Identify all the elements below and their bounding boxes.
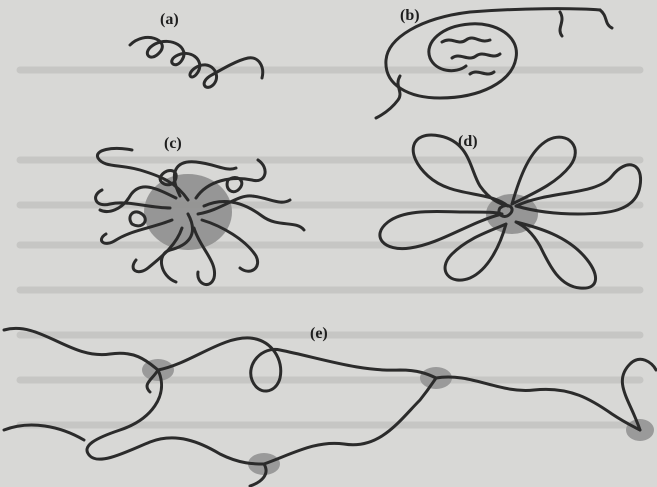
- panel-b-label: (b): [400, 7, 420, 24]
- panel-e-label: (e): [310, 325, 328, 342]
- panel-b: (b): [376, 7, 612, 118]
- panel-a-label: (a): [160, 11, 179, 28]
- panel-d: (d): [380, 133, 641, 288]
- panel-b-tail-right: [560, 12, 562, 36]
- scan-bleed-through: [20, 70, 640, 425]
- panel-c-label: (c): [164, 135, 182, 152]
- panel-b-tail-left: [376, 76, 400, 118]
- panel-e: (e): [4, 325, 656, 486]
- panel-a: (a): [130, 11, 263, 87]
- panel-e-chains: [4, 328, 656, 486]
- panel-b-inner-fold-3: [470, 72, 494, 74]
- panel-a-coil: [130, 37, 263, 87]
- panel-b-tail-far-right: [600, 10, 612, 28]
- panel-b-inner-fold-2: [452, 54, 500, 58]
- panel-b-inner-fold-1: [442, 38, 490, 42]
